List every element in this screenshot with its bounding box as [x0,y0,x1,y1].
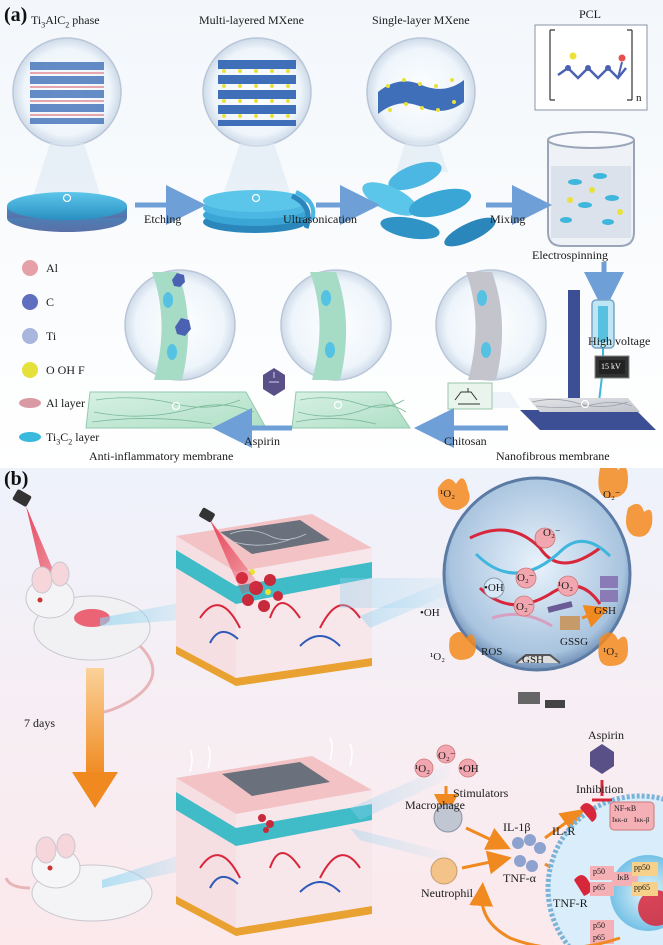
zoom-beam-3 [102,850,196,888]
neutrophil-label: Neutrophil [421,886,473,900]
pathway-boxes [590,801,658,944]
ros-label-superoxide-1: O₂⁻ [603,489,621,501]
nanofibrous-membrane-label: Nanofibrous membrane [496,449,610,463]
ros-stimulator-icons [414,744,478,778]
seesaw-icon [518,692,540,704]
ti3alc2-disc [7,37,127,232]
stim-superoxide: O₂⁻ [438,750,456,762]
seven-days-label: 7 days [24,716,55,730]
panel-b-illustration [4,468,663,945]
p65-label-1: p65 [593,883,605,892]
ti3alc2-lattice [30,62,104,124]
il1b-label: IL-1β [503,820,531,834]
macrophage-icon [433,803,463,833]
stim-hydroxyl: •OH [459,763,479,775]
anti-inflammatory-membrane-label: Anti-inflammatory membrane [89,449,234,463]
legend-markers [19,260,41,442]
electrospinning-label: Electrospinning [532,248,608,262]
mixing-beaker [547,131,635,247]
nfkb-label: NF-κB [614,804,637,813]
ikb-label: IκB [617,873,630,882]
ros-label-singlet-1: ¹O₂ [440,488,456,500]
ultrasonication-label: Ultrasonication [283,212,357,226]
stimulators-label: Stimulators [453,786,509,800]
ros-label-superoxide-3: O₂⁻ [517,572,535,584]
flame-icons [437,468,653,666]
p50-label-1: p50 [593,867,605,876]
receptor-icons [574,803,597,896]
legend-c: C [46,295,55,309]
high-voltage-label: High voltage [588,334,651,348]
ros-label-singlet-3: ¹O₂ [430,651,446,663]
laser-pointer-2 [199,507,262,594]
fiber-bubble-aspirin [124,269,236,414]
single-layer-mxene [362,37,496,247]
legend-ti: Ti [46,329,57,343]
neutrophil-icon [430,857,458,885]
ros-label-superoxide-2: O₂⁻ [543,527,561,539]
tnfa-label: TNF-α [503,871,536,885]
feedback-arrow [469,882,621,945]
pcl-label: PCL [579,7,602,21]
chitosan-molecule-icon [447,382,493,410]
gssg-label: GSSG [560,636,589,648]
ros-label-singlet-2: ¹O₂ [558,580,574,592]
ilr-label: IL-R [552,824,576,838]
panel-b: (b) ¹O₂ O₂⁻ O₂⁻ •OH O₂⁻ ¹O₂ O₂⁻ GSH GSSG… [0,468,663,945]
ros-label-singlet-4: ¹O₂ [603,646,619,658]
panel-a-tag: (a) [4,4,28,26]
aspirin-molecule-icon [263,368,285,396]
panel-a: (a) Ti3AlC2 phase Multi-layered MXene Si… [0,0,663,468]
mixing-label: Mixing [490,212,526,226]
pp50-label: pp50 [634,863,650,872]
skin-block-day7 [176,737,372,936]
chitosan-membrane [291,391,411,429]
p50-label-2: p50 [593,921,605,930]
cytokine-icons [512,834,546,872]
tnfr-label: TNF-R [553,896,588,910]
aspirin-step-label: Aspirin [244,434,280,448]
aspirin-hexagon-icon [590,744,614,774]
etching-label: Etching [144,212,182,226]
panel-b-tag: (b) [4,468,29,490]
ikka-label: Iκκ-α [612,816,628,824]
pp65-label: pp65 [634,883,650,892]
ros-label-superoxide-4: O₂⁻ [516,601,534,613]
chitosan-label: Chitosan [444,434,487,448]
multilayer-mxene [202,37,316,233]
skin-block-day0 [176,507,372,686]
gsh-label-2: GSH [522,654,545,666]
electrospinning-setup [520,290,656,430]
legend-o-oh-f: O OH F [46,363,85,377]
stim-singlet: ¹O₂ [415,763,431,775]
gsh-label-1: GSH [594,605,617,617]
legend-ti3c2-layer: Ti3C2 layer [46,430,100,447]
p65-label-2: p65 [593,933,605,942]
anti-inflammatory-membrane [85,391,267,429]
inhibition-label: Inhibition [576,782,624,796]
fiber-bubble-chitosan [280,269,392,414]
legend-al: Al [46,261,58,275]
bacterial-cell [437,468,653,708]
pcl-repeat-subscript: n [636,92,642,104]
seven-days-arrow [72,668,118,808]
voltage-display: 15 kV [601,362,621,371]
ros-label-hydroxyl-2: •OH [420,607,440,619]
single-layer-mxene-label: Single-layer MXene [372,13,470,27]
ros-label-hydroxyl-1: •OH [484,582,504,594]
panel-a-illustration [7,24,656,448]
aspirin-label: Aspirin [588,728,624,742]
multilayer-mxene-label: Multi-layered MXene [199,13,304,27]
inhibition-bar [592,780,612,802]
ikkb-label: Iκκ-β [634,816,650,824]
macrophage-label: Macrophage [405,798,465,812]
ros-label: ROS [481,646,503,658]
pcl-structure [534,24,648,111]
legend-al-layer: Al layer [46,396,85,410]
ti3alc2-phase-label: Ti3AlC2 phase [31,13,100,30]
